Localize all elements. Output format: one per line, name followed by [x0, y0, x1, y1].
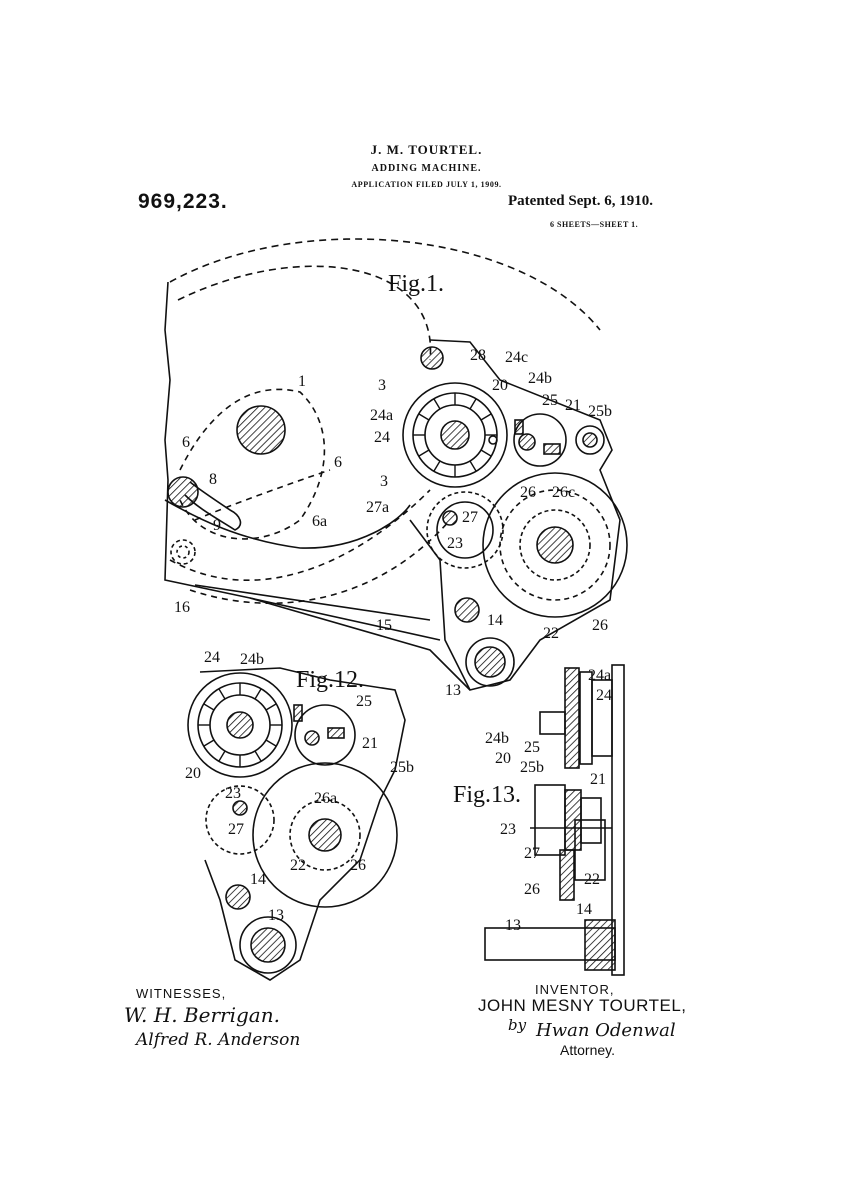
fig1-label: Fig.1.: [388, 271, 444, 297]
ref-14: 14: [576, 901, 592, 918]
ref-16: 16: [174, 599, 190, 616]
ref-26c: 26c: [552, 484, 575, 501]
ref-20: 20: [185, 765, 201, 782]
ref-24b: 24b: [528, 370, 552, 387]
ref-24a: 24a: [370, 407, 393, 424]
ref-13: 13: [268, 907, 284, 924]
ref-22: 22: [290, 857, 306, 874]
attorney-label: Attorney.: [560, 1042, 615, 1058]
ref-25: 25: [356, 693, 372, 710]
ref-3: 3: [380, 473, 388, 490]
filing-date: APPLICATION FILED JULY 1, 1909.: [351, 180, 502, 189]
ref-22: 22: [543, 625, 559, 642]
fig1-reference-numerals: 1 3 3 6 6 6a 8 9 13 14 15 16 20 21 22 23…: [174, 347, 612, 699]
ref-27a: 27a: [366, 499, 389, 516]
ref-27: 27: [228, 821, 244, 838]
inventor-label: INVENTOR,: [535, 982, 615, 997]
ref-23: 23: [225, 785, 241, 802]
ref-13: 13: [445, 682, 461, 699]
fig12-label: Fig.12.: [296, 667, 364, 693]
witness-signature-1: W. H. Berrigan.: [124, 1003, 280, 1027]
ref-27: 27: [462, 509, 478, 526]
patented-date: Patented Sept. 6, 1910.: [508, 193, 653, 209]
witness-signature-2: Alfred R. Anderson: [136, 1030, 301, 1050]
ref-8: 8: [209, 471, 217, 488]
ref-14: 14: [250, 871, 266, 888]
fig12-reference-numerals: 24 24b 25 21 20 25b 23 26a 27 22 26 14 1…: [185, 649, 414, 924]
ref-20: 20: [492, 377, 508, 394]
ref-24: 24: [596, 687, 612, 704]
sheet-count: 6 SHEETS—SHEET 1.: [550, 220, 639, 229]
fig13-label: Fig.13.: [453, 782, 521, 808]
ref-26: 26: [524, 881, 540, 898]
ref-21: 21: [362, 735, 378, 752]
ref-23: 23: [447, 535, 463, 552]
ref-24b: 24b: [485, 730, 509, 747]
ref-21: 21: [565, 397, 581, 414]
ref-25: 25: [542, 392, 558, 409]
ref-26a: 26a: [314, 790, 337, 807]
ref-24: 24: [374, 429, 390, 446]
ref-6: 6: [182, 434, 190, 451]
ref-26: 26: [592, 617, 608, 634]
ref-24: 24: [204, 649, 220, 666]
ref-24a: 24a: [588, 667, 611, 684]
ref-25b: 25b: [588, 403, 612, 420]
ref-3: 3: [378, 377, 386, 394]
ref-27: 27: [524, 845, 540, 862]
fig13-reference-numerals: 24a 24 24b 20 25 25b 21 23 27 22 26 14 1…: [485, 667, 612, 934]
ref-28: 28: [470, 347, 486, 364]
inventor-name: JOHN MESNY TOURTEL,: [478, 996, 687, 1015]
invention-title: ADDING MACHINE.: [371, 163, 482, 174]
ref-6: 6: [334, 454, 342, 471]
ref-25b: 25b: [390, 759, 414, 776]
ref-26: 26: [350, 857, 366, 874]
attorney-signature: Hwan Odenwal: [536, 1020, 676, 1041]
by-label: by: [508, 1016, 527, 1034]
figure-1: [164, 238, 628, 691]
ref-24b: 24b: [240, 651, 264, 668]
ref-26: 26: [520, 484, 536, 501]
ref-6a: 6a: [312, 513, 327, 530]
witnesses-label: WITNESSES,: [136, 986, 227, 1001]
ref-1: 1: [298, 373, 306, 390]
ref-13: 13: [505, 917, 521, 934]
ref-25b: 25b: [520, 759, 544, 776]
ref-9: 9: [213, 517, 221, 534]
figure-12: [187, 667, 406, 981]
figure-13: [484, 664, 625, 976]
inventor-header: J. M. TOURTEL.: [370, 142, 483, 157]
ref-23: 23: [500, 821, 516, 838]
ref-14: 14: [487, 612, 503, 629]
patent-number: 969,223.: [138, 190, 228, 213]
ref-25: 25: [524, 739, 540, 756]
ref-24c: 24c: [505, 349, 528, 366]
ref-20: 20: [495, 750, 511, 767]
ref-15: 15: [376, 617, 392, 634]
ref-22: 22: [584, 871, 600, 888]
ref-21: 21: [590, 771, 606, 788]
